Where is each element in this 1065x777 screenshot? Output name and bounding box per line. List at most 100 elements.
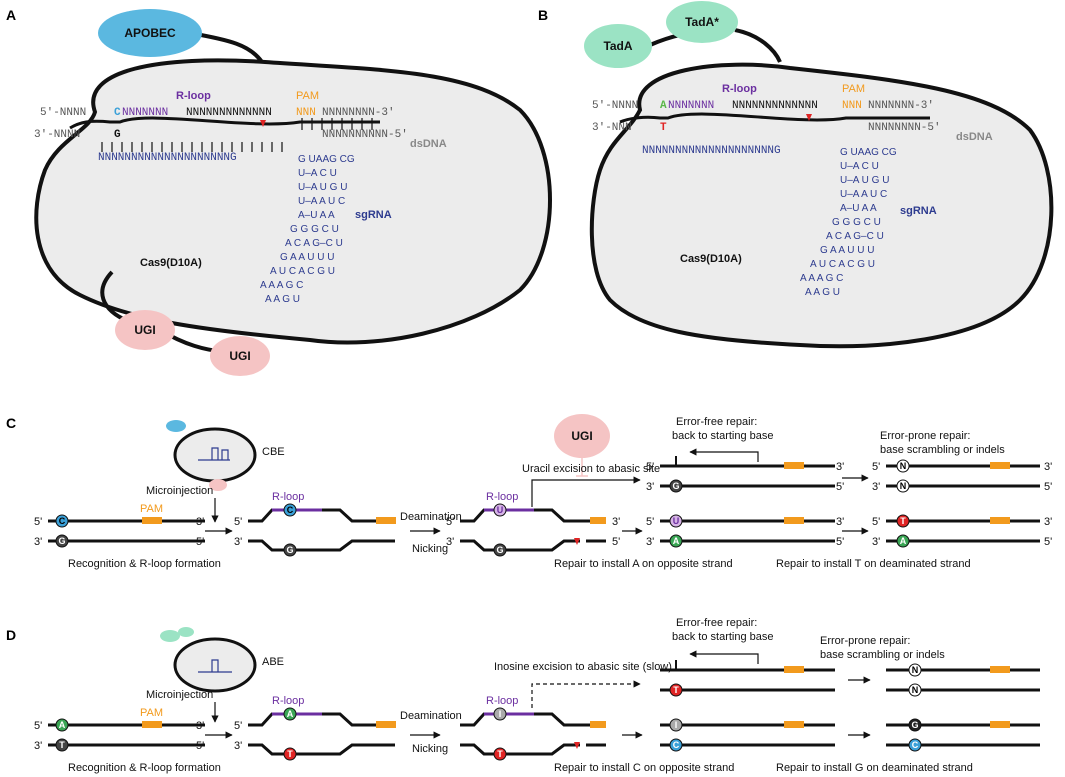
nicking-label-c: Nicking: [412, 543, 448, 555]
nick-site-a: [260, 120, 266, 127]
svg-text:G A A U U U: G A A U U U: [820, 245, 874, 256]
repair-opposite-label-d: Repair to install C on opposite strand: [554, 762, 734, 774]
arrow-excision-c: [531, 476, 641, 507]
base-repair-bot-label-d: C: [673, 740, 680, 750]
deamination-label-d: Deamination: [400, 710, 462, 722]
repair-deaminated-label-c: Repair to install T on deaminated strand: [776, 558, 971, 570]
edit-base-a: C: [114, 107, 121, 119]
base-final-bot-d: [908, 738, 922, 752]
base-deam-top-label-c: U: [497, 505, 504, 515]
guide-seq-a: NNNNNNNNNNNNNNNNNNNNG: [98, 152, 237, 164]
sgrna-label-b: sgRNA: [900, 205, 937, 217]
svg-text:U–A A U C: U–A A U C: [840, 189, 887, 200]
cbe-icon: [173, 427, 257, 483]
dsdna-label-b: dsDNA: [956, 131, 993, 143]
svg-text:A A A G C: A A A G C: [800, 273, 843, 284]
ugi-blob-a1: [115, 310, 175, 350]
svg-text:3': 3': [34, 536, 42, 548]
base-start-top-label-d: A: [59, 720, 66, 730]
rloop-label-c2: R-loop: [486, 491, 518, 503]
deamination-label-c: Deamination: [400, 511, 462, 523]
recognition-label-c: Recognition & R-loop formation: [68, 558, 221, 570]
svg-text:A A G U: A A G U: [805, 287, 840, 298]
cbe-apobec-icon: [166, 420, 186, 432]
base-rloop-top-label-d: A: [287, 709, 294, 719]
base-rloop-top-d: [283, 707, 297, 721]
dna-backbone-b: [619, 112, 930, 124]
pam-box-d1: [142, 721, 162, 728]
cas9-label-a: Cas9(D10A): [140, 257, 202, 269]
top-strand-right-a: NNNNNNNN-3': [322, 107, 395, 119]
rloop-label-d1: R-loop: [272, 695, 304, 707]
panel-label-c: C: [6, 415, 16, 431]
svg-text:5': 5': [196, 536, 204, 548]
base-start-bot-label-c: G: [58, 536, 65, 546]
pam-box-c3: [590, 517, 606, 524]
base-start-bot-d: [55, 738, 69, 752]
pam-box-c5: [990, 462, 1010, 469]
base-deam-top-label-d: I: [499, 709, 502, 719]
arrow-error-free-d: [689, 650, 759, 664]
bottom-strand-right-a: NNNNNNNNNN-5': [322, 129, 408, 141]
ugi-blob-a2: [210, 336, 270, 376]
svg-text:A–U A A: A–U A A: [298, 210, 335, 221]
dsdna-label-a: dsDNA: [410, 138, 447, 150]
svg-text:5': 5': [872, 461, 880, 473]
pam-label-c: PAM: [140, 503, 163, 515]
svg-text:3': 3': [872, 536, 880, 548]
base-final-top-label-d: G: [911, 720, 918, 730]
bottom-strand-left-a: 3'-NNNN: [34, 129, 80, 141]
recognition-label-d: Recognition & R-loop formation: [68, 762, 221, 774]
svg-text:3': 3': [836, 461, 844, 473]
pam-box-c1: [142, 517, 162, 524]
bottom-edit-base-a: G: [114, 129, 121, 141]
sgrna-label-a: sgRNA: [355, 209, 392, 221]
pam-label-b: PAM: [842, 83, 865, 95]
svg-text:A U C A C G U: A U C A C G U: [810, 259, 875, 270]
error-prone-label2-c: base scrambling or indels: [880, 444, 1005, 456]
base-free-bot-label-d: T: [673, 685, 679, 695]
svg-text:5': 5': [836, 481, 844, 493]
error-prone-label-d: Error-prone repair:: [820, 635, 910, 647]
abe-icon: [173, 637, 257, 693]
cbe-ugi-icon: [209, 479, 227, 491]
excision-label-d: Inosine excision to abasic site (slow): [494, 661, 672, 673]
svg-text:5': 5': [1044, 536, 1052, 548]
svg-text:3': 3': [196, 720, 204, 732]
base-prone-top-label-d: N: [912, 665, 919, 675]
svg-text:G UAAG CG: G UAAG CG: [298, 154, 355, 165]
base-repair-top-d: [669, 718, 683, 732]
base-start-top-label-c: C: [59, 516, 66, 526]
cbe-guide-icon: [198, 447, 230, 461]
cbe-label: CBE: [262, 446, 285, 458]
base-deam-bot-c: [493, 543, 507, 557]
svg-text:A–U A A: A–U A A: [840, 203, 877, 214]
base-free-bot-c: [669, 479, 683, 493]
svg-text:3': 3': [1044, 461, 1052, 473]
pam-box-c2: [376, 517, 396, 524]
sgrna-scaffold-a: G UAAG CG U–A C U U–A U G U U–A A U C A–…: [260, 154, 355, 305]
bottom-edit-base-b: T: [660, 122, 667, 134]
base-deam-top-d: [493, 707, 507, 721]
base-repair-bot-d: [669, 738, 683, 752]
rloop-top-c: [248, 508, 395, 523]
rloop-label-c1: R-loop: [272, 491, 304, 503]
top-strand-mid-a: NNNNNNNNNNNNN: [186, 107, 272, 119]
ugi-label-a1: UGI: [134, 323, 155, 337]
base-prone-top-label-c: N: [900, 461, 907, 471]
base-final-bot-label-d: C: [912, 740, 919, 750]
svg-text:A C A G–C U: A C A G–C U: [285, 238, 343, 249]
base-deam-bot-label-d: T: [497, 749, 503, 759]
tada-star-label: TadA*: [685, 15, 719, 29]
svg-text:3': 3': [34, 740, 42, 752]
base-prone-top-d: [908, 663, 922, 677]
svg-text:5': 5': [646, 516, 654, 528]
top-strand-left-b: 5'-NNNN: [592, 100, 638, 112]
rloop-bottom-c: [248, 539, 395, 552]
tada-label: TadA: [603, 39, 632, 53]
error-free-label-d: Error-free repair:: [676, 617, 757, 629]
svg-text:U–A C U: U–A C U: [840, 161, 879, 172]
svg-text:A A G U: A A G U: [265, 294, 300, 305]
svg-text:5': 5': [446, 516, 454, 528]
svg-text:A C A G–C U: A C A G–C U: [826, 231, 884, 242]
